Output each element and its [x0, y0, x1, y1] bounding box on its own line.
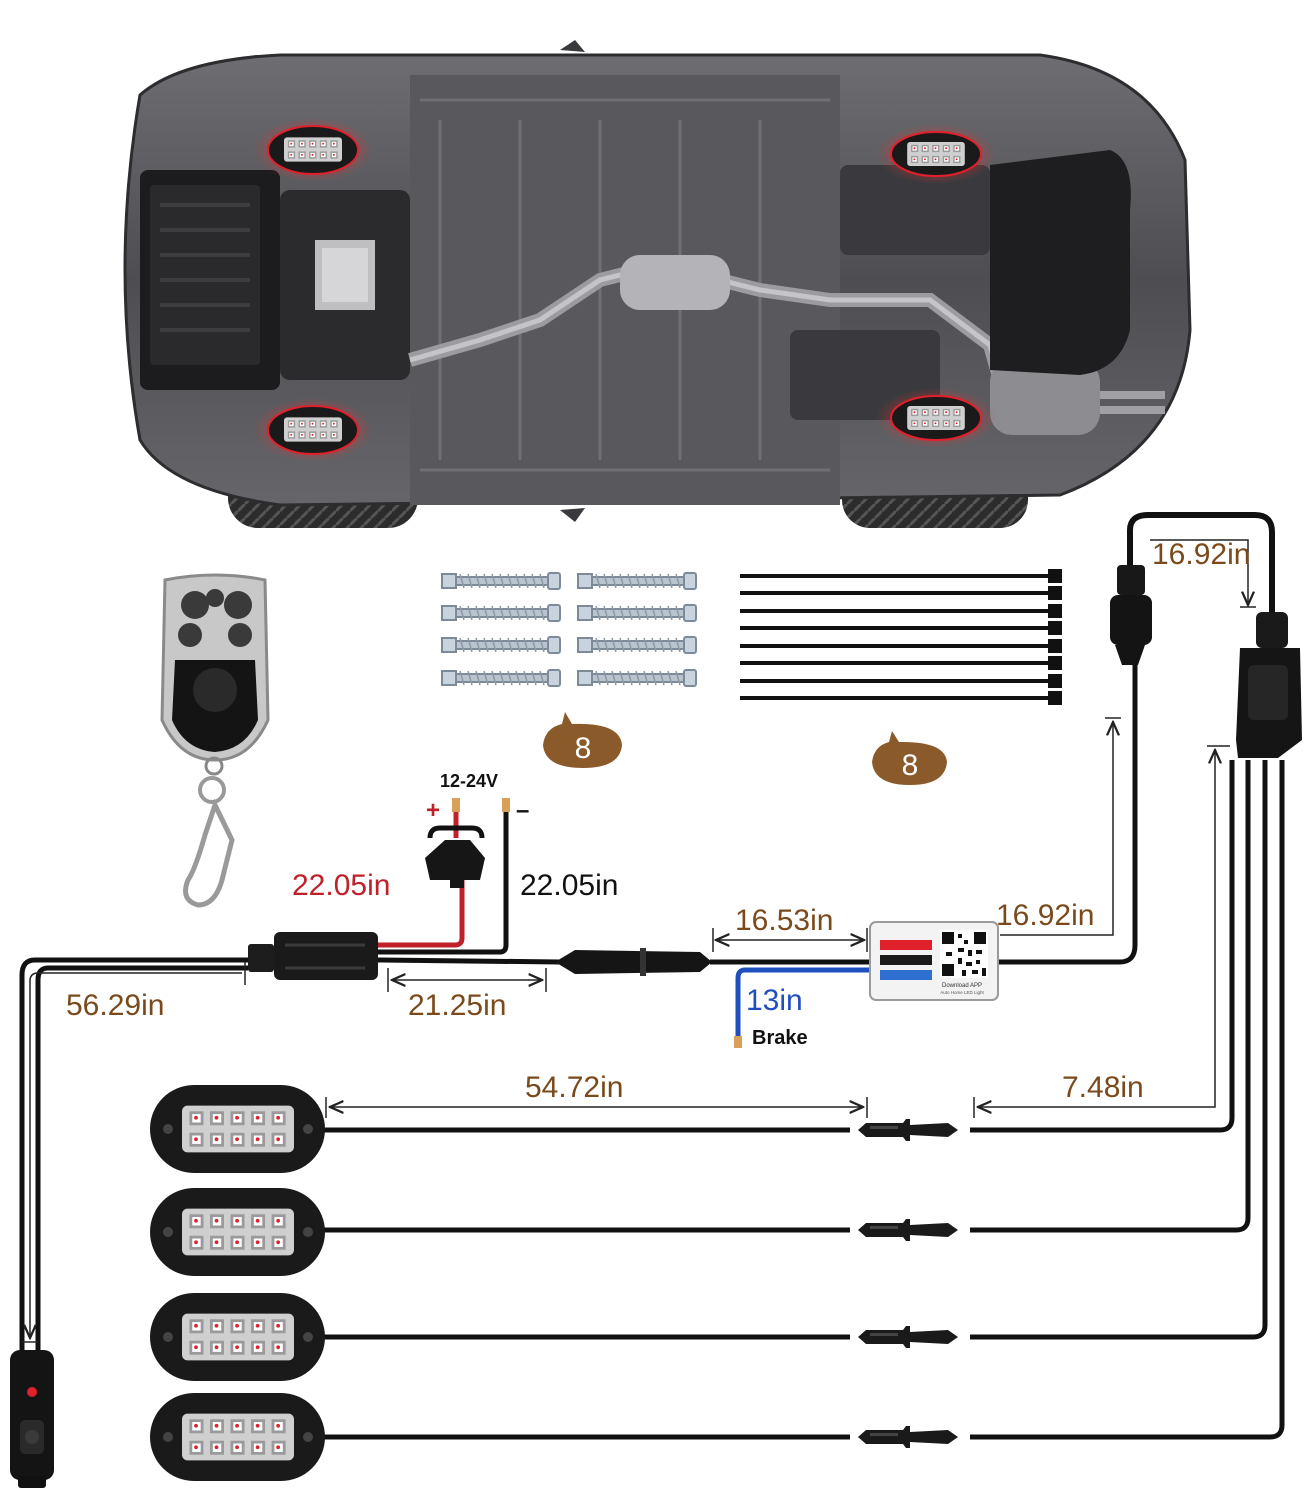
power-leads	[452, 798, 742, 1048]
qr-code-icon	[940, 930, 988, 978]
controller-label-2: Auto Home LED Light	[940, 990, 984, 995]
label-controller-out: 16.92in	[996, 899, 1094, 932]
label-plus: +	[426, 797, 440, 824]
label-brake: Brake	[752, 1027, 808, 1049]
label-top-branch: 16.92in	[1152, 538, 1250, 571]
inline-splitter-connector	[555, 948, 712, 976]
ties-count: 8	[902, 749, 919, 782]
wheel-light-rear-left	[876, 124, 996, 184]
car-underside-icon	[123, 40, 1192, 528]
label-switch-lead: 56.29in	[66, 989, 164, 1022]
label-harness: 21.25in	[408, 989, 506, 1022]
distribution-hub	[1236, 612, 1302, 758]
labels: 16.92in 12-24V + – 22.05in 22.05in 16.53…	[66, 538, 1250, 1104]
label-pod-branch: 7.48in	[1062, 1071, 1144, 1104]
wheel-light-rear-right	[876, 388, 996, 448]
label-controller-in: 16.53in	[735, 904, 833, 937]
screws-count: 8	[575, 732, 592, 765]
label-red-length: 22.05in	[292, 869, 390, 902]
ties-count-badge: 8	[872, 731, 947, 785]
led-rock-light-2	[150, 1188, 325, 1276]
remote-fob-icon	[160, 573, 270, 908]
led-rock-light-4	[150, 1393, 325, 1481]
screws-count-badge: 8	[543, 712, 622, 768]
wheel-light-front-right	[253, 398, 373, 462]
led-rock-light-1	[150, 1085, 325, 1173]
label-black-length: 22.05in	[520, 869, 618, 902]
main-harness-connector	[248, 932, 378, 980]
fuse-holder-icon	[425, 825, 485, 888]
label-minus: –	[516, 797, 529, 824]
inline-switch-icon	[10, 1350, 54, 1488]
wiring	[19, 512, 1285, 1440]
top-inline-connector	[1110, 565, 1152, 665]
screw-set-icon	[441, 572, 697, 687]
label-pod-cable: 54.72in	[525, 1071, 623, 1104]
controller-label-1: Download APP	[942, 983, 982, 989]
cable-ties-icon	[740, 569, 1062, 705]
led-rock-light-3	[150, 1293, 325, 1381]
label-voltage: 12-24V	[440, 771, 498, 791]
pod-connectors	[848, 1119, 968, 1448]
dimension-lines	[22, 539, 1256, 1343]
wheel-light-front-left	[253, 118, 373, 182]
label-brake-length: 13in	[746, 984, 803, 1017]
bluetooth-controller-box: Download APP Auto Home LED Light	[869, 921, 999, 1001]
